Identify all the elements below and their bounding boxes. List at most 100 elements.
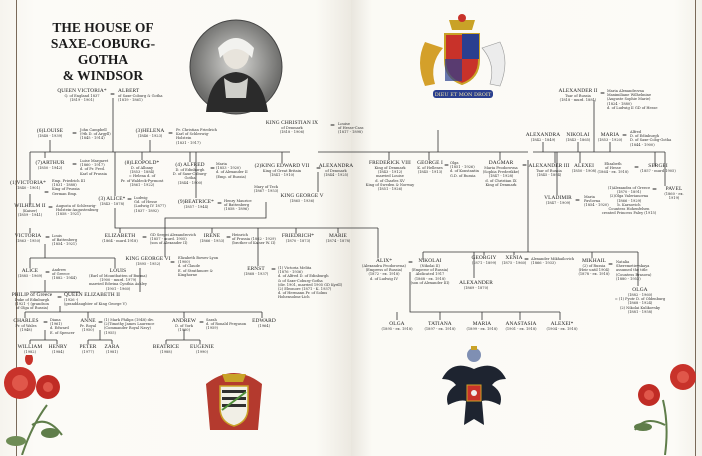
spouse-alfred: Alfred D. of Edinburgh D. of Saxe-Cobg-G…: [630, 130, 672, 147]
spouse-heinrich-of-prussia: Heinrich of Prussia (1862 - 1929) (broth…: [232, 233, 276, 246]
person-queen-elizabeth-ii: QUEEN ELIZABETH II(1926 -) (granddaughte…: [64, 292, 127, 307]
rose-decoration-left: [4, 355, 63, 455]
person-maria-nikolaevna: MARIA(1899 - ex. 1918): [466, 321, 498, 331]
marriage-sign: =: [217, 200, 223, 207]
spouse-alexander-mikhailovich: Alexander Mikhailovich (1866 - 1933): [531, 257, 575, 266]
spouses-of-anne: (1) Mark Philips (1948) div. (2)Timothy …: [104, 318, 155, 335]
spouse-mary-of-teck: Mary of Teck (1867 - 1953): [253, 185, 279, 194]
marriage-sign: =: [142, 234, 148, 241]
marriage-sign: =: [226, 234, 232, 241]
marriage-sign: =: [45, 269, 51, 276]
person-georgiy: GEORGIY(1871 - 1899): [471, 255, 497, 265]
person-irene: IRENE(1866 - 1953): [199, 233, 225, 243]
person-nikolai-alexandrovich: NIKOLAI(1843 - 1865): [565, 132, 591, 142]
marriage-sign: =: [48, 204, 54, 211]
person-victoria-of-hesse: VICTORIA(1863 - 1950): [14, 233, 42, 243]
marriage-sign: =: [45, 234, 51, 241]
person-beatrice: (9)BEATRICE*(1857 - 1944): [178, 199, 214, 209]
person-louise: (6)LOUISE(1848 - 1939): [36, 128, 64, 138]
person-marie: MARIE(1874 - 1878): [325, 233, 351, 243]
person-king-george-vi: KING GEORGE VI(1895 - 1952): [125, 256, 171, 266]
marriage-sign: =: [168, 130, 174, 137]
spouse-john-campbell: John Campbell (9th D. of Argyll) (1845 -…: [80, 128, 111, 141]
marriage-sign: =: [330, 122, 336, 129]
person-victoria-princess-royal: (1)VICTORIA*(1840 - 1901): [10, 180, 46, 190]
person-pavel: PAVEL(1860 - ex. 1919): [664, 186, 684, 201]
person-maria-alexandrovna: MARIA(1853 - 1920): [597, 132, 623, 142]
person-alexandra-of-russia: ALEXANDRA(1842 - 1849): [525, 132, 561, 142]
marriage-sign: =: [622, 132, 628, 139]
marriage-sign: =: [524, 256, 530, 263]
page-title: THE HOUSE OF SAXE-COBURG-GOTHA & WINDSOR: [50, 20, 156, 83]
person-alexander-alexandrovich: ALEXANDER(1869 - 1870): [459, 280, 493, 290]
person-olga-nikolaevna: OLGA(1895 - ex. 1918): [381, 321, 413, 331]
rose-decoration-right: [634, 364, 696, 455]
spouse-luise-margaret: Luise Margaret (1860 - 1917) d. of Pr. F…: [80, 159, 109, 176]
person-alice-of-battenberg: ALICE(1885 - 1969): [17, 268, 43, 278]
spouse-olga-konstantinovna: Olga (1851 - 1926) d. of Konstantin G.D.…: [450, 161, 479, 178]
spouse-henry-of-battenberg: Henry Maurice of Battenberg (1858 - 1896…: [224, 199, 252, 212]
spouse-elizabeth-of-hesse: Elizabeth of Hesse (1864 - ex. 1918): [597, 162, 629, 175]
spouse-natalia: Natalia Sheremetievskaya assumed the tit…: [616, 260, 652, 281]
person-anastasia: ANASTASIA(1901 - ex. 1918): [505, 321, 537, 331]
russian-imperial-eagle: [442, 346, 506, 425]
person-sergei: SERGEI(1857 - murd.1905): [640, 163, 676, 173]
right-page: [351, 0, 702, 456]
motto: DIEU ET MON DROIT: [435, 92, 492, 98]
marriage-sign: =: [170, 259, 176, 266]
person-alix: ALIX*(Alexandra Feodorovna) (Empress of …: [362, 258, 406, 281]
person-ernst: ERNST(1868 - 1937): [243, 266, 269, 276]
person-friedrich: FRIEDRICH*(1870 - 1873): [281, 233, 315, 243]
person-wilhelm-ii: WILHELM II(Kaiser) (1859 - 1941): [14, 203, 46, 218]
marriage-sign: =: [44, 189, 50, 196]
person-leopold: (8)LEOPOLD*D. of Albany (1853 - 1884) = …: [120, 160, 164, 187]
marriage-sign: =: [652, 186, 658, 193]
spouse-maria-pavlovna: Maria Pavlovna (1854 - 1920): [584, 195, 609, 208]
marriage-sign: =: [316, 165, 322, 172]
person-alice: (3) ALICE*(1843 - 1878): [98, 196, 126, 206]
marriage-sign: =: [98, 319, 104, 326]
saxe-coburg-arms: [206, 373, 262, 430]
spouse-sarah: Sarah d. of Ronald Ferguson (1959): [206, 318, 247, 331]
person-peter: PETER(1977): [79, 344, 97, 354]
spouse-gd-sergei: GD Sergei Alexandrovich (1857 - murd. 19…: [150, 233, 196, 246]
royal-coat-of-arms: DIEU ET MON DROIT: [420, 14, 506, 98]
marriage-sign: =: [522, 162, 528, 169]
marriage-sign: =: [444, 162, 450, 169]
spouses-of-ernst: (1) Victoria Melita (1876 - 1936) d. of …: [278, 266, 343, 300]
spouse-andrew-of-greece: Andrew of Greece (1882 - 1944): [52, 268, 77, 281]
marriage-sign: =: [43, 319, 49, 326]
spouse-maria-alexandrovna: Maria Alexandrovna Maximiliane Wilhelmin…: [607, 89, 658, 110]
person-louis-mountbatten: LOUIS(Earl of Mountbatten of Burma) (190…: [89, 268, 147, 291]
person-nikolai-ii: NIKOLAI(Nikolai II) (Emperor of Russia) …: [410, 258, 450, 285]
person-king-george-v: KING GEORGE V(1865 - 1936): [280, 193, 324, 203]
marriage-sign: =: [575, 197, 581, 204]
person-vladimir: VLADIMIR(1847 - 1909): [544, 195, 572, 205]
person-elizabeth-of-hesse: ELIZABETH(1864 - murd.1918): [102, 233, 138, 243]
marriage-sign: =: [72, 161, 78, 168]
person-beatrice-of-york: BEATRICE(1988): [152, 344, 180, 354]
spouse-elizabeth-bowes-lyon: Elizabeth Bowes-Lyon (1900) d. of Claude…: [178, 256, 219, 277]
person-henry: HENRY(1984): [48, 344, 68, 354]
person-mikhail: MIKHAIL(2) of Russia (Heir until 1904) (…: [578, 258, 610, 277]
spouse-maria-of-russia: Maria (1853 - 1920) d. of Alexander II (…: [216, 162, 248, 179]
person-arthur: (7)ARTHUR(1850 - 1942): [35, 160, 65, 170]
right-page-border: [695, 0, 696, 456]
person-helena: (3)HELENA(1846 - 1923): [135, 128, 165, 138]
marriage-sign: =: [634, 164, 640, 171]
marriage-sign: =: [210, 165, 216, 172]
spouse-christian-friedrich: Pr. Christian Friedrich Karl of Schleswi…: [176, 128, 217, 145]
person-alexei-alexandrovich: ALEXEI(1850 - 1908): [571, 163, 597, 173]
person-alexei-nikolaevich: ALEXEI*(1904 - ex. 1918): [546, 321, 578, 331]
